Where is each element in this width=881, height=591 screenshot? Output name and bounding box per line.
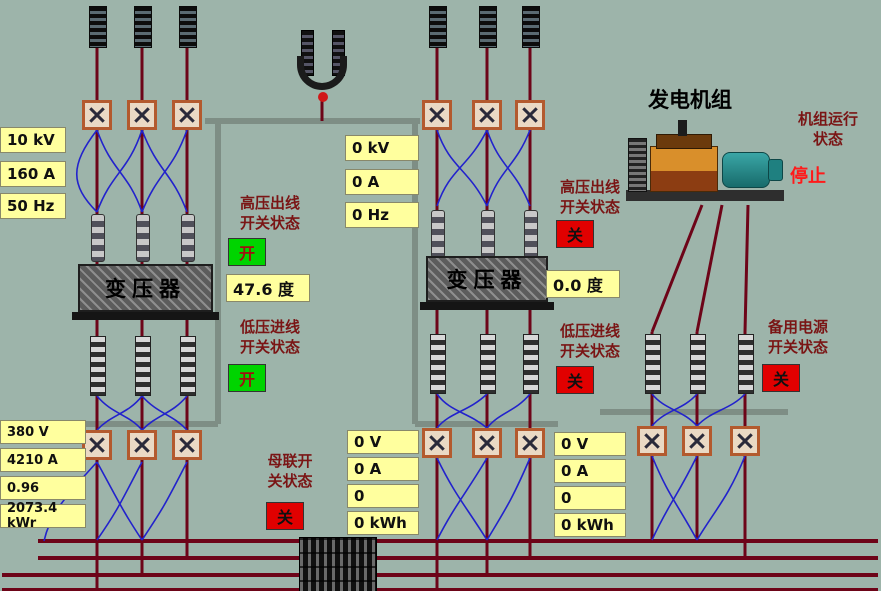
isolator-icon[interactable] xyxy=(89,6,107,48)
backup-breaker-icon[interactable] xyxy=(637,426,667,456)
meter-power-factor: 0.96 xyxy=(0,476,86,500)
current-transformer-icon xyxy=(91,214,105,262)
crane-hook-icon xyxy=(294,30,352,104)
backup-power-status-label: 备用电源 开关状态 xyxy=(767,318,828,356)
lv-feeder-breaker-icon[interactable] xyxy=(90,336,106,396)
transformer-1-temperature: 47.6 度 xyxy=(226,274,310,302)
meter-power-factor: 0 xyxy=(347,484,419,508)
meter-frequency: 0 Hz xyxy=(345,202,419,228)
backup-breaker-icon[interactable] xyxy=(682,426,712,456)
isolator-icon[interactable] xyxy=(479,6,497,48)
current-transformer-icon xyxy=(481,210,495,258)
meter-energy: 0 kWh xyxy=(347,511,419,535)
meter-energy: 2073.4 kWr xyxy=(0,501,86,531)
hook-ball-icon xyxy=(318,92,328,102)
transformer-2: 变压器 xyxy=(426,256,548,302)
current-transformer-icon xyxy=(181,214,195,262)
lv-breaker-icon[interactable] xyxy=(472,428,502,458)
meter-voltage: 0 kV xyxy=(345,135,419,161)
meter-voltage: 0 V xyxy=(347,430,419,454)
isolator-icon[interactable] xyxy=(429,6,447,48)
hv-breaker-icon[interactable] xyxy=(422,100,452,130)
lv-breaker-icon[interactable] xyxy=(422,428,452,458)
hv-breaker-icon[interactable] xyxy=(472,100,502,130)
meter-energy: 0 kWh xyxy=(554,513,626,537)
meter-frequency: 50 Hz xyxy=(0,193,66,219)
load-bank-icon xyxy=(299,537,377,591)
transformer-1: 变压器 xyxy=(78,264,213,312)
hook-curve-icon xyxy=(297,56,347,90)
transformer-2-base xyxy=(420,302,554,310)
generator-title: 发电机组 xyxy=(648,88,732,112)
hv-out-left-status-indicator[interactable]: 开 xyxy=(228,238,266,266)
generator-base xyxy=(626,190,784,201)
generator-alternator-icon xyxy=(722,152,770,188)
lv-breaker-icon[interactable] xyxy=(172,430,202,460)
lv-breaker-icon[interactable] xyxy=(515,428,545,458)
hv-breaker-icon[interactable] xyxy=(515,100,545,130)
isolator-icon[interactable] xyxy=(134,6,152,48)
meter-current: 0 A xyxy=(345,169,419,195)
transformer-2-temperature: 0.0 度 xyxy=(546,270,620,298)
bus-tie-status-indicator[interactable]: 关 xyxy=(266,502,304,530)
hv-out-left-status-label: 高压出线 开关状态 xyxy=(239,194,300,232)
backup-feeder-breaker-icon[interactable] xyxy=(690,334,706,394)
hv-out-center-status-indicator[interactable]: 关 xyxy=(556,220,594,248)
backup-breaker-icon[interactable] xyxy=(730,426,760,456)
generator-exhaust-icon xyxy=(678,120,687,136)
meter-voltage: 0 V xyxy=(554,432,626,456)
generator-radiator-icon xyxy=(628,138,647,192)
meter-current: 4210 A xyxy=(0,448,86,472)
bus-tie-status-label: 母联开 关状态 xyxy=(267,452,313,490)
lv-in-center-status-label: 低压进线 开关状态 xyxy=(559,322,620,360)
lv-feeder-breaker-icon[interactable] xyxy=(523,334,539,394)
current-transformer-icon xyxy=(524,210,538,258)
isolator-icon[interactable] xyxy=(179,6,197,48)
generator-manifold-icon xyxy=(656,134,712,149)
backup-feeder-breaker-icon[interactable] xyxy=(645,334,661,394)
lv-feeder-breaker-icon[interactable] xyxy=(180,336,196,396)
current-transformer-icon xyxy=(136,214,150,262)
backup-power-status-indicator[interactable]: 关 xyxy=(762,364,800,392)
generator-graphic xyxy=(626,112,788,204)
meter-current: 160 A xyxy=(0,161,66,187)
isolator-icon[interactable] xyxy=(522,6,540,48)
hv-breaker-icon[interactable] xyxy=(82,100,112,130)
lv-feeder-breaker-icon[interactable] xyxy=(480,334,496,394)
lv-breaker-icon[interactable] xyxy=(82,430,112,460)
generator-run-status-label: 机组运行 状态 xyxy=(797,110,858,148)
hv-breaker-icon[interactable] xyxy=(172,100,202,130)
meter-voltage: 380 V xyxy=(0,420,86,444)
meter-power-factor: 0 xyxy=(554,486,626,510)
lv-feeder-breaker-icon[interactable] xyxy=(135,336,151,396)
lv-in-left-status-indicator[interactable]: 开 xyxy=(228,364,266,392)
generator-engine-icon xyxy=(650,146,718,192)
backup-feeder-breaker-icon[interactable] xyxy=(738,334,754,394)
transformer-2-label: 变压器 xyxy=(446,268,528,292)
meter-current: 0 A xyxy=(554,459,626,483)
generator-run-status-value: 停止 xyxy=(790,166,826,187)
meter-current: 0 A xyxy=(347,457,419,481)
lv-feeder-breaker-icon[interactable] xyxy=(430,334,446,394)
lv-in-left-status-label: 低压进线 开关状态 xyxy=(239,318,300,356)
current-transformer-icon xyxy=(431,210,445,258)
meter-voltage: 10 kV xyxy=(0,127,66,153)
generator-shaft-cap-icon xyxy=(768,159,783,181)
hv-breaker-icon[interactable] xyxy=(127,100,157,130)
transformer-1-label: 变压器 xyxy=(105,277,186,301)
hv-out-center-status-label: 高压出线 开关状态 xyxy=(559,178,620,216)
lv-in-center-status-indicator[interactable]: 关 xyxy=(556,366,594,394)
lv-breaker-icon[interactable] xyxy=(127,430,157,460)
transformer-1-base xyxy=(72,312,219,320)
